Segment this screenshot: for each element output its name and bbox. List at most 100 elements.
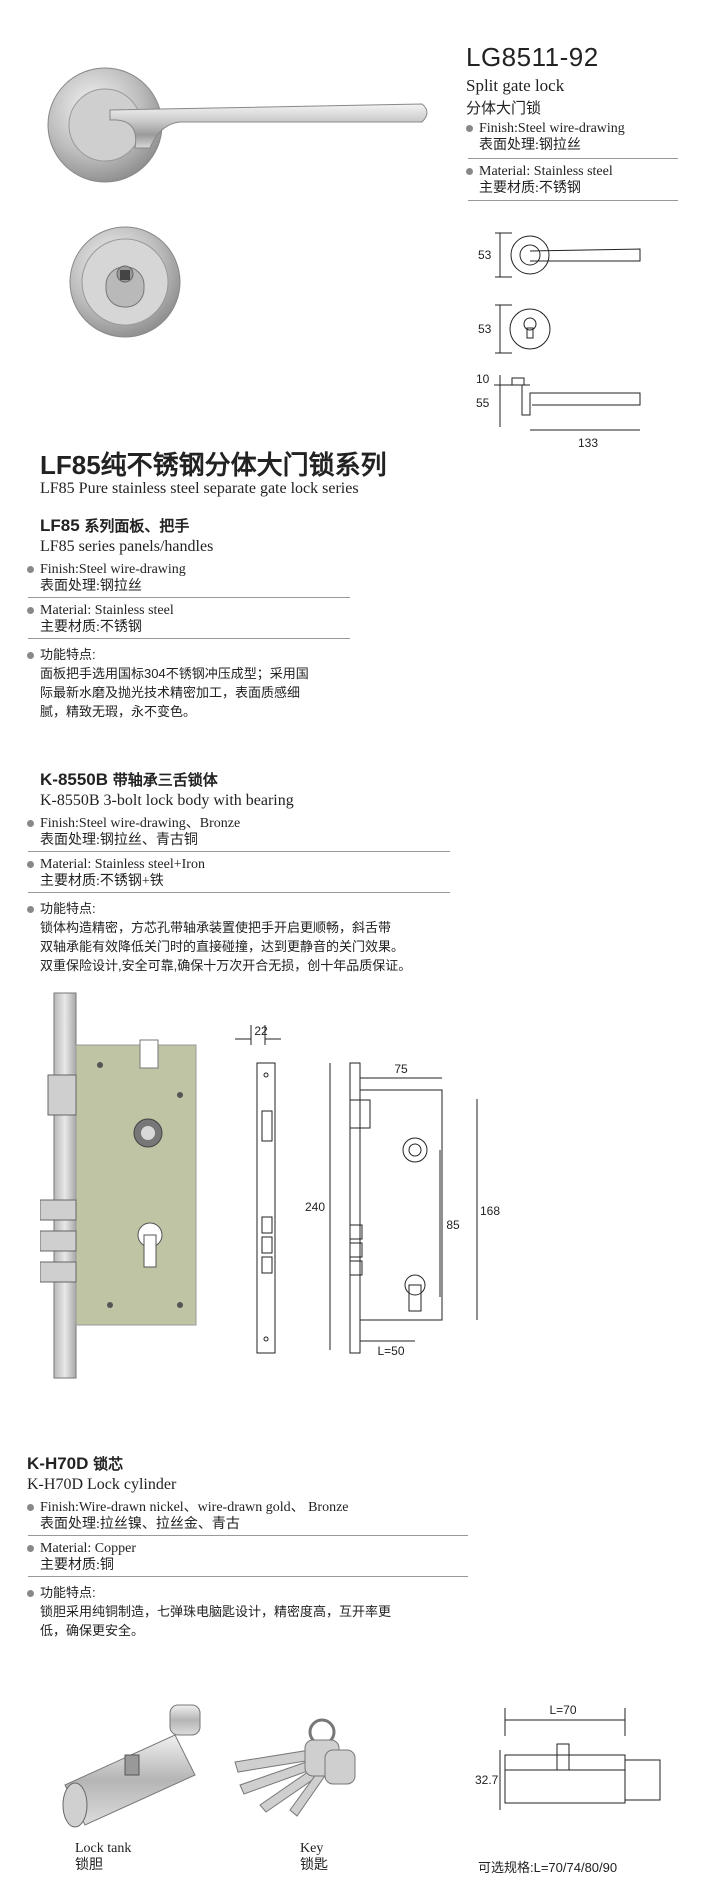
material-en: Material: Stainless steel+Iron [40,857,205,872]
dim-l70: L=70 [549,1703,576,1717]
panels-code: LF85 [40,516,80,535]
caption-en: Key [300,1841,324,1856]
lockbody-features: 功能特点: 锁体构造精密，方芯孔带轴承装置使把手开启更顺畅，斜舌带 双轴承能有效… [27,899,411,975]
feature-label: 功能特点: [40,901,96,916]
bullet-icon [466,168,473,176]
model-number: LG8511-92 [466,42,599,72]
panels-finish: Finish:Steel wire-drawing 表面处理:钢拉丝 [27,561,186,595]
product-name-cn: 分体大门锁 [466,101,542,117]
cylinder-dimension-drawing: L=70 32.7 [455,1700,685,1830]
caption-cn: 锁匙 [300,1858,328,1873]
dim-55: 55 [476,396,490,410]
feature-line: 低，确保更安全。 [40,1623,145,1638]
feature-line: 际最新水磨及抛光技术精密加工，表面质感细 [40,685,301,700]
bullet-icon [27,820,34,828]
caption-cn: 锁胆 [75,1858,103,1873]
feature-label: 功能特点: [40,647,96,662]
top-material: Material: Stainless steel 主要材质:不锈钢 [466,163,613,197]
bullet-icon [27,861,34,869]
dim-53a: 53 [478,248,492,262]
finish-cn: 表面处理:钢拉丝 [40,579,142,594]
material-cn: 主要材质:不锈钢+铁 [40,874,164,889]
top-dimension-drawing: 53 53 10 55 133 [470,225,660,450]
feature-line: 腻，精致无瑕，永不变色。 [40,704,197,719]
feature-line: 双轴承能有效降低关门时的直接碰撞，达到更静音的关门效果。 [40,939,405,954]
finish-en: Finish:Steel wire-drawing [479,121,625,136]
bullet-icon [27,906,34,914]
divider [468,158,678,159]
divider [468,200,678,201]
lockbody-heading-en: K-8550B 3-bolt lock body with bearing [40,792,294,809]
bullet-icon [27,566,34,574]
material-cn: 主要材质:铜 [40,1558,114,1573]
feature-label: 功能特点: [40,1585,96,1600]
dim-53b: 53 [478,322,492,336]
dim-10: 10 [476,372,490,386]
dim-168: 168 [480,1204,500,1218]
bullet-icon [27,1590,34,1598]
finish-cn: 表面处理:钢拉丝 [479,138,581,153]
finish-en: Finish:Steel wire-drawing [40,562,186,577]
divider [28,1535,468,1536]
lock-tank-photo [55,1700,215,1830]
product-name-en: Split gate lock [466,76,565,95]
lock-tank-caption: Lock tank 锁胆 [75,1840,131,1874]
lockbody-photo [39,985,210,1380]
divider [28,638,350,639]
lockbody-finish: Finish:Steel wire-drawing、Bronze 表面处理:钢拉… [27,815,240,849]
material-en: Material: Stainless steel [40,603,174,618]
caption-en: Lock tank [75,1841,132,1856]
feature-line: 双重保险设计,安全可靠,确保十万次开合无损，创十年品质保证。 [40,958,412,973]
lockbody-code: K-8550B [40,770,109,789]
dim-85: 85 [446,1218,460,1232]
divider [28,851,450,852]
bullet-icon [27,607,34,615]
top-product-photo [40,60,460,350]
bullet-icon [27,1545,34,1553]
series-title: LF85纯不锈钢分体大门锁系列 [40,450,387,480]
divider [28,597,350,598]
dim-133: 133 [578,436,598,450]
material-cn: 主要材质:不锈钢 [479,181,581,196]
cylinder-heading-cn: 锁芯 [93,1456,124,1473]
finish-en: Finish:Wire-drawn nickel、wire-drawn gold… [40,1500,349,1515]
dim-240: 240 [305,1200,325,1214]
bullet-icon [27,652,34,660]
panels-material: Material: Stainless steel 主要材质:不锈钢 [27,602,174,636]
optional-sizes: 可选规格:L=70/74/80/90 [478,1860,618,1875]
material-cn: 主要材质:不锈钢 [40,620,142,635]
cylinder-code: K-H70D [27,1454,89,1473]
lockbody-heading-cn: 带轴承三舌锁体 [112,772,218,789]
panels-heading: LF85 系列面板、把手 [40,515,189,536]
dim-32-7: 32.7 [475,1773,499,1787]
top-finish: Finish:Steel wire-drawing 表面处理:钢拉丝 [466,120,625,154]
bullet-icon [466,125,473,133]
dim-l50: L=50 [377,1344,404,1358]
dim-22: 22 [254,1024,268,1038]
key-caption: Key 锁匙 [300,1840,328,1874]
bullet-icon [27,1504,34,1512]
cylinder-heading: K-H70D 锁芯 [27,1453,123,1474]
finish-cn: 表面处理:拉丝镍、拉丝金、青古 [40,1517,240,1532]
key-photo [230,1710,370,1820]
lockbody-heading: K-8550B 带轴承三舌锁体 [40,769,218,790]
series-title-en: LF85 Pure stainless steel separate gate … [40,480,359,497]
dim-75: 75 [394,1062,408,1076]
finish-en: Finish:Steel wire-drawing、Bronze [40,816,241,831]
material-en: Material: Stainless steel [479,164,613,179]
divider [28,892,450,893]
lockbody-dimension-drawing: 22 240 75 85 168 L=50 [215,1015,505,1360]
cylinder-heading-en: K-H70D Lock cylinder [27,1476,177,1493]
finish-cn: 表面处理:钢拉丝、青古铜 [40,833,198,848]
cylinder-finish: Finish:Wire-drawn nickel、wire-drawn gold… [27,1499,349,1533]
panels-heading-en: LF85 series panels/handles [40,538,214,555]
panels-features: 功能特点: 面板把手选用国标304不锈钢冲压成型；采用国 际最新水磨及抛光技术精… [27,645,309,721]
cylinder-material: Material: Copper 主要材质:铜 [27,1540,136,1574]
panels-heading-cn: 系列面板、把手 [84,518,190,535]
feature-line: 面板把手选用国标304不锈钢冲压成型；采用国 [40,666,309,681]
cylinder-features: 功能特点: 锁胆采用纯铜制造，七弹珠电脑匙设计，精密度高，互开率更 低，确保更安… [27,1583,391,1640]
feature-line: 锁胆采用纯铜制造，七弹珠电脑匙设计，精密度高，互开率更 [40,1604,392,1619]
feature-line: 锁体构造精密，方芯孔带轴承装置使把手开启更顺畅，斜舌带 [40,920,392,935]
material-en: Material: Copper [40,1541,137,1556]
lockbody-material: Material: Stainless steel+Iron 主要材质:不锈钢+… [27,856,205,890]
